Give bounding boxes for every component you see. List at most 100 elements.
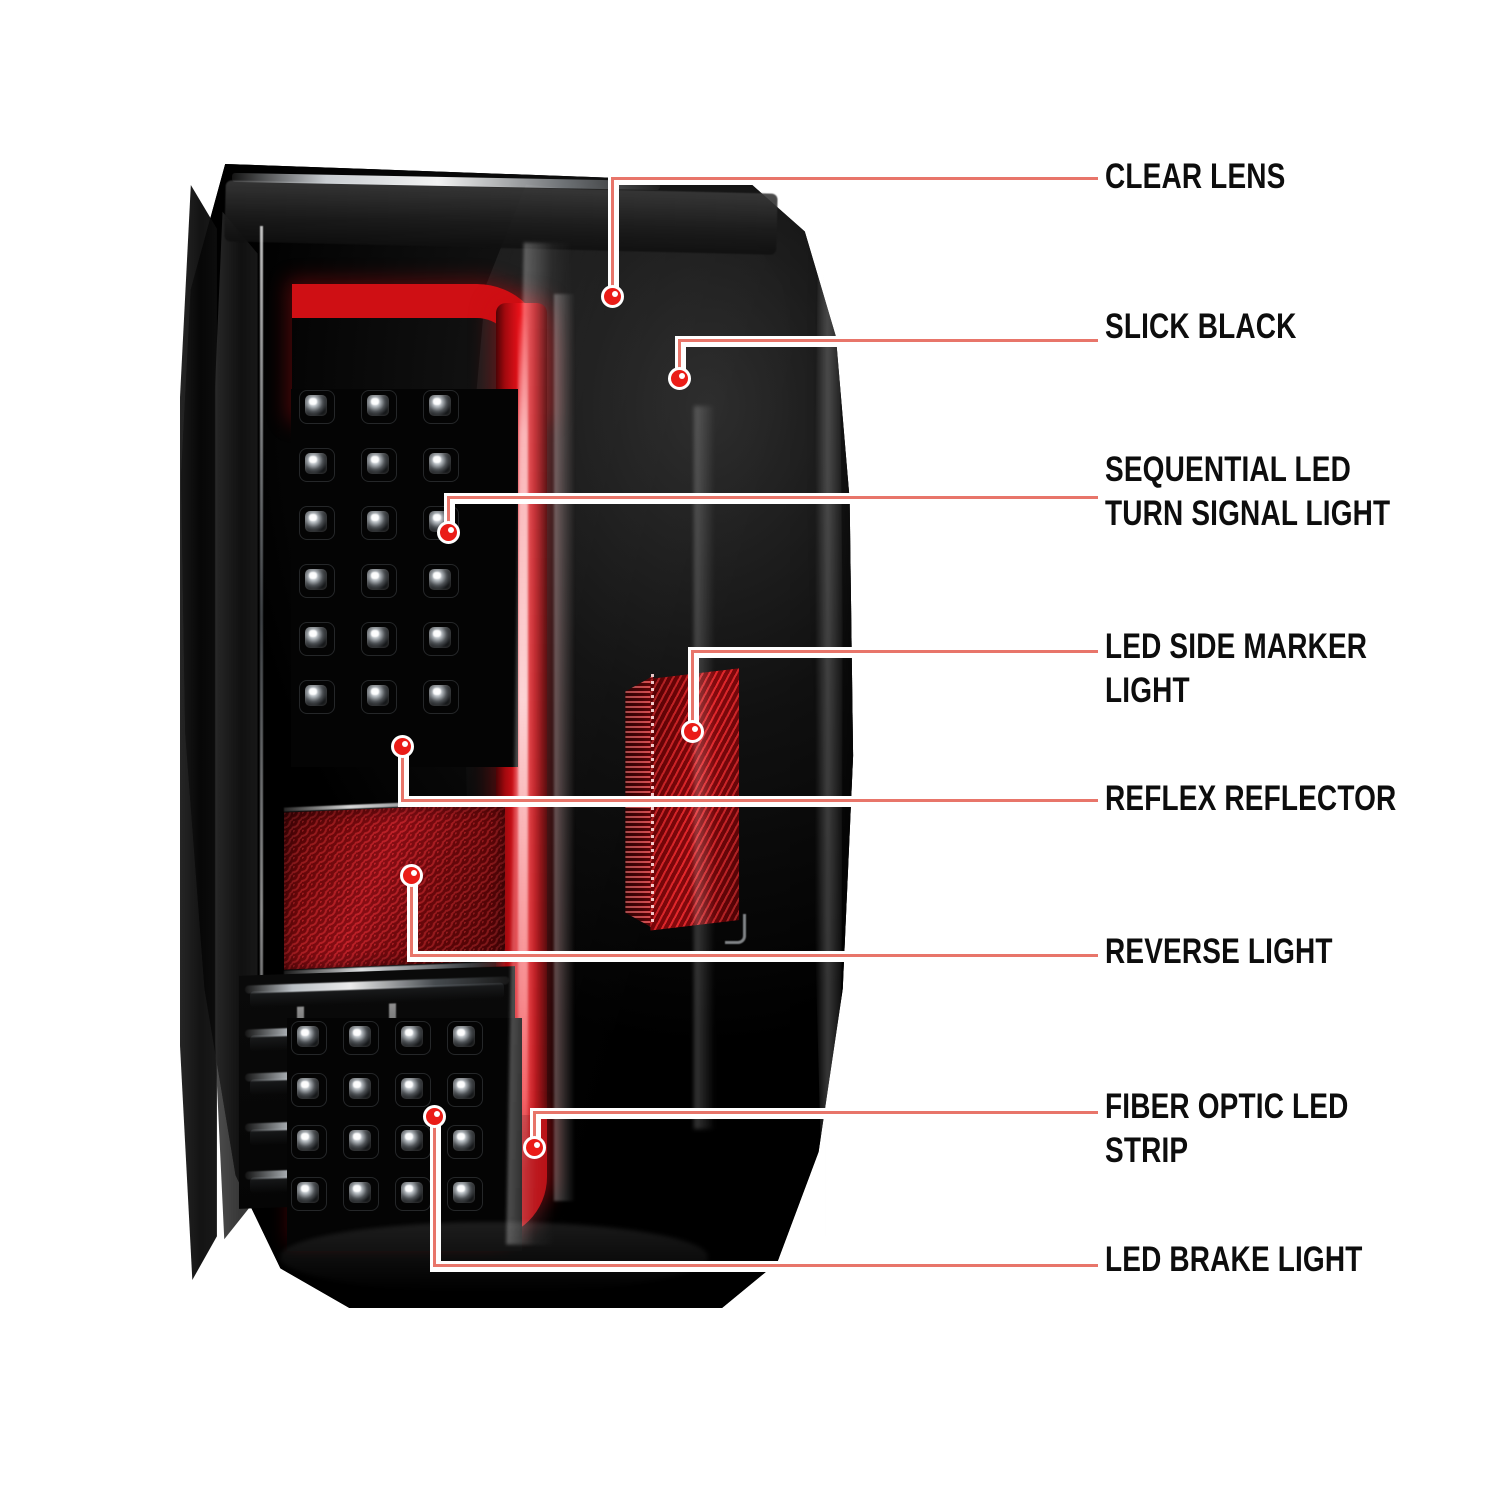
led-element — [366, 452, 389, 474]
led-element — [401, 1129, 424, 1151]
leader-horizontal-sequential-led-turn-signal — [447, 496, 1098, 499]
lower-led-brake-array — [287, 1017, 522, 1251]
leader-horizontal-slick-black — [678, 339, 1098, 342]
leader-vertical-fiber-optic-led-strip — [533, 1112, 536, 1147]
led-ring — [291, 1020, 328, 1055]
led-element — [366, 626, 389, 648]
callout-label-led-brake-light: LED BRAKE LIGHT — [1105, 1240, 1363, 1279]
callout-dot-slick-black[interactable] — [668, 367, 691, 390]
led-ring — [291, 1124, 328, 1159]
led-ring — [360, 505, 397, 540]
leader-vertical-led-side-marker-light — [691, 651, 694, 731]
leader-horizontal-led-brake-light — [433, 1264, 1098, 1267]
led-element — [349, 1129, 372, 1151]
led-ring — [298, 447, 335, 482]
led-element — [428, 684, 451, 706]
led-ring — [447, 1072, 484, 1107]
callout-dot-reverse-light[interactable] — [400, 864, 423, 887]
leader-horizontal-led-side-marker-light — [691, 650, 1098, 653]
led-element — [453, 1181, 476, 1203]
callout-dot-clear-lens[interactable] — [601, 285, 624, 308]
led-ring — [298, 389, 335, 424]
reflex-reflector-panel — [283, 798, 505, 977]
upper-led-array — [290, 388, 519, 768]
led-ring — [291, 1176, 328, 1211]
callout-label-reverse-light: REVERSE LIGHT — [1105, 932, 1333, 971]
led-ring — [343, 1020, 380, 1055]
led-ring — [360, 679, 397, 714]
led-element — [428, 394, 451, 416]
led-element — [304, 452, 327, 474]
side-marker-clip — [724, 914, 747, 944]
leader-vertical-sequential-led-turn-signal — [447, 497, 450, 532]
housing-edge-gloss — [815, 250, 843, 1247]
led-ring — [360, 447, 397, 482]
led-element — [349, 1077, 372, 1099]
housing-left-bezel — [179, 184, 217, 1281]
led-ring — [298, 621, 335, 656]
led-element — [453, 1129, 476, 1151]
led-element — [428, 452, 451, 474]
led-ring — [422, 621, 459, 656]
callout-dot-reflex-reflector[interactable] — [391, 735, 414, 758]
led-ring — [422, 563, 459, 598]
tail-light-product-image — [170, 150, 860, 1315]
led-ring — [422, 679, 459, 714]
led-element — [401, 1181, 424, 1203]
led-ring — [422, 389, 459, 424]
led-element — [297, 1129, 320, 1151]
callout-label-clear-lens: CLEAR LENS — [1105, 157, 1286, 196]
led-ring — [298, 679, 335, 714]
callout-dot-fiber-optic-led-strip[interactable] — [523, 1136, 546, 1159]
led-ring — [343, 1176, 380, 1211]
clear-lens-gloss-secondary — [694, 406, 716, 1129]
led-element — [366, 684, 389, 706]
chrome-trim-left — [259, 225, 264, 1205]
leader-horizontal-fiber-optic-led-strip — [533, 1111, 1098, 1114]
led-ring — [395, 1020, 432, 1055]
callout-label-sequential-led-turn-signal: SEQUENTIAL LED TURN SIGNAL LIGHT — [1105, 450, 1391, 533]
led-element — [428, 568, 451, 590]
leader-vertical-reverse-light — [410, 875, 413, 955]
callout-dot-led-brake-light[interactable] — [423, 1105, 446, 1128]
housing-bottom-sheen — [280, 1221, 709, 1292]
led-ring — [395, 1072, 432, 1107]
led-ring — [298, 505, 335, 540]
led-element — [366, 568, 389, 590]
leader-horizontal-reverse-light — [410, 954, 1098, 957]
callout-dot-sequential-led-turn-signal[interactable] — [437, 521, 460, 544]
led-element — [349, 1025, 372, 1047]
callout-dot-led-side-marker-light[interactable] — [681, 720, 704, 743]
callout-label-led-side-marker-light: LED SIDE MARKER LIGHT — [1105, 627, 1368, 710]
led-element — [366, 394, 389, 416]
leader-horizontal-reflex-reflector — [401, 799, 1098, 802]
led-element — [304, 626, 327, 648]
leader-horizontal-clear-lens — [611, 177, 1098, 180]
led-ring — [360, 563, 397, 598]
led-element — [401, 1077, 424, 1099]
led-ring — [360, 621, 397, 656]
led-ring — [343, 1072, 380, 1107]
leader-vertical-clear-lens — [611, 178, 614, 296]
callout-label-slick-black: SLICK BLACK — [1105, 307, 1297, 346]
led-ring — [422, 447, 459, 482]
led-element — [366, 510, 389, 532]
leader-vertical-slick-black — [678, 340, 681, 378]
led-ring — [343, 1124, 380, 1159]
led-element — [453, 1025, 476, 1047]
leader-vertical-led-brake-light — [433, 1116, 436, 1265]
led-element — [297, 1077, 320, 1099]
led-element — [304, 568, 327, 590]
led-element — [349, 1181, 372, 1203]
callout-label-reflex-reflector: REFLEX REFLECTOR — [1105, 779, 1397, 818]
led-ring — [360, 389, 397, 424]
led-element — [453, 1077, 476, 1099]
led-element — [297, 1181, 320, 1203]
led-element — [297, 1025, 320, 1047]
led-element — [304, 510, 327, 532]
led-element — [428, 626, 451, 648]
led-ring — [447, 1124, 484, 1159]
led-ring — [298, 563, 335, 598]
led-ring — [447, 1020, 484, 1055]
